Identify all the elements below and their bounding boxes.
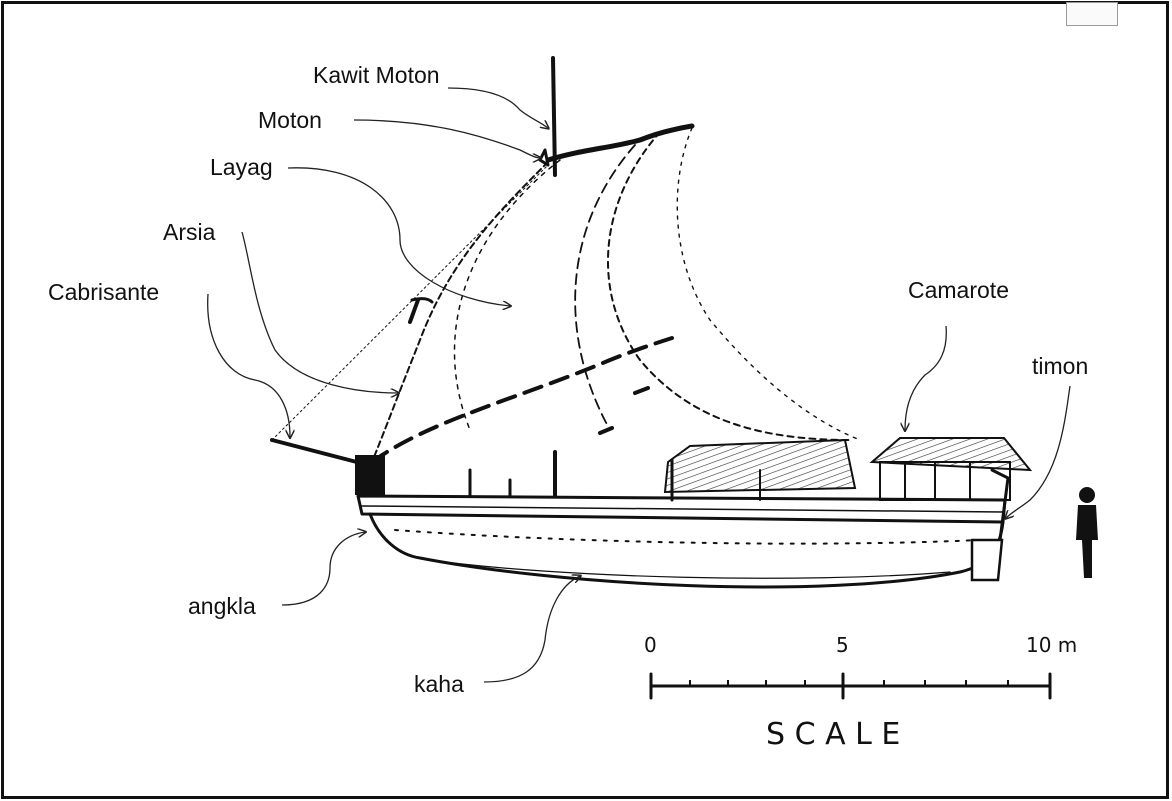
label-layag: Layag	[210, 154, 273, 180]
cabin-front	[663, 438, 857, 502]
label-kaha: kaha	[414, 671, 464, 697]
rudder-timon	[970, 468, 1010, 582]
corner-thumbnail-icon	[1066, 2, 1118, 26]
human-figure-icon	[1076, 487, 1098, 578]
label-cabrisante: Cabrisante	[48, 279, 159, 305]
hull-kaha	[356, 494, 1007, 589]
scale-tick-0: 0	[644, 633, 657, 657]
label-angkla: angkla	[188, 593, 256, 619]
scale-bar: 0 5 10 m S C A L E	[644, 633, 1077, 752]
sail-layag	[370, 123, 861, 464]
deck-posts	[355, 450, 557, 498]
label-moton: Moton	[258, 107, 322, 133]
scale-caption: S C A L E	[766, 717, 900, 752]
scale-tick-5: 5	[836, 633, 849, 657]
label-timon: timon	[1032, 353, 1088, 379]
bowsprit-cabrisante	[270, 164, 549, 468]
label-camarote: Camarote	[908, 277, 1009, 303]
cabin-camarote	[869, 437, 1033, 501]
label-kawit-moton: Kawit Moton	[313, 62, 440, 88]
leader-lines	[207, 87, 1071, 683]
scale-tick-10: 10 m	[1026, 633, 1077, 657]
label-arsia: Arsia	[163, 219, 216, 245]
